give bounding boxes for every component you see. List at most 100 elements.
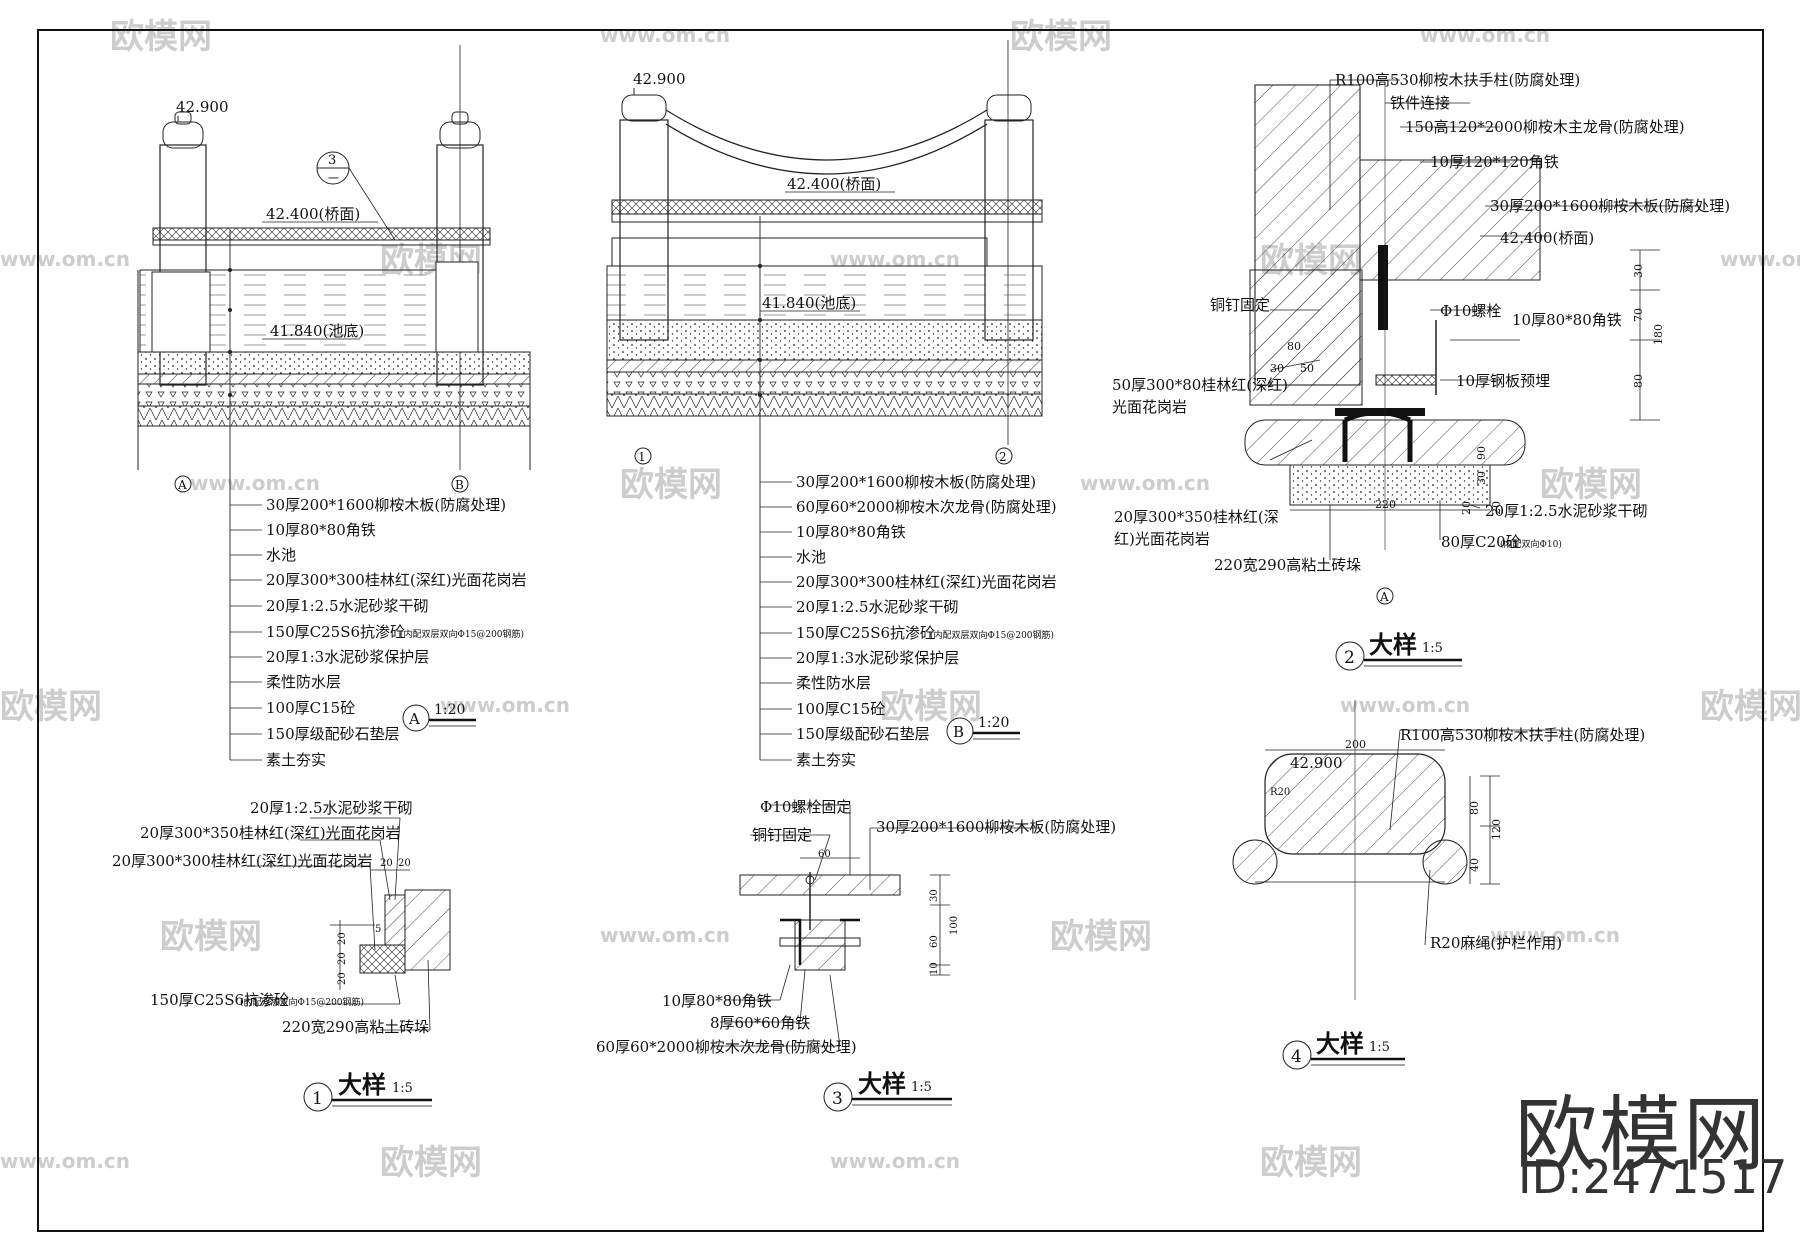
dim: 30: [1270, 362, 1284, 375]
detail-4: R100高530柳桉木扶手柱(防腐处理) 42.900 R20麻绳(护栏作用) …: [1232, 700, 1645, 1070]
detail-label: 10厚80*80角铁: [1512, 311, 1622, 329]
detail-label: 30厚200*1600柳桉木板(防腐处理): [876, 818, 1116, 836]
dim: 20: [1460, 501, 1473, 515]
detail-label: R20麻绳(护栏作用): [1430, 934, 1562, 952]
detail-label: 10厚80*80角铁: [662, 992, 772, 1010]
detail-label: 42.900: [1290, 754, 1343, 772]
dim: 80: [1632, 374, 1645, 388]
dim: 10: [929, 962, 940, 975]
layer-label: 100厚C15砼: [266, 699, 355, 717]
detail-title-number: 2: [1344, 648, 1355, 668]
layer-label: 20厚300*300桂林红(深红)光面花岗岩: [796, 573, 1057, 591]
elevation-deck: 42.400(桥面): [266, 205, 360, 223]
detail-label: 220宽290高粘土砖垛: [282, 1018, 429, 1036]
detail-label: 铜钉固定: [752, 826, 812, 844]
layer-label: 150厚C25S6抗渗砼: [796, 624, 935, 642]
watermark-url: www.om.cn: [0, 247, 130, 271]
layer-label: 20厚1:2.5水泥砂浆干砌: [796, 598, 959, 616]
watermark-url: www.om.cn: [0, 1149, 130, 1173]
callout-number: 3: [328, 153, 336, 168]
axis-2: 2: [999, 450, 1007, 464]
dim: 20: [337, 952, 348, 965]
brand-logo-text: 欧模网: [1515, 1088, 1768, 1183]
layer-label: 100厚C15砼: [796, 700, 885, 718]
rebar-note: (内配双层双向Φ15@200钢筋): [930, 629, 1054, 641]
layer-label: 水池: [796, 548, 826, 566]
detail-title-number: 3: [832, 1089, 843, 1109]
watermark-text: 欧模网: [0, 687, 102, 727]
detail-2: R100高530柳桉木扶手柱(防腐处理) 铁件连接 150高120*2000柳桉…: [1112, 71, 1730, 671]
detail-title-text: 大样: [338, 1070, 386, 1099]
detail-label: 8厚60*60角铁: [710, 1014, 810, 1032]
layer-label: 150厚C25S6抗渗砼: [266, 623, 405, 641]
watermark-url: www.om.cn: [830, 1149, 960, 1173]
dim: 220: [1375, 498, 1396, 511]
section-b: 42.900 42.400(桥面) 41.840(池底) 1 2 30厚200*…: [606, 40, 1057, 769]
layer-label: 素土夯实: [266, 751, 326, 769]
detail-1: 20厚1:2.5水泥砂浆干砌 20厚300*350桂林红(深红)光面花岗岩 20…: [112, 799, 451, 1112]
watermark-url: www.om.cn: [1080, 471, 1210, 495]
dim: 100: [949, 916, 960, 935]
dim: 20: [398, 858, 411, 869]
detail-label: 20厚300*350桂林红(深红)光面花岗岩: [140, 824, 401, 842]
layer-label: 150厚级配砂石垫层: [266, 725, 400, 743]
watermark-text: 欧模网: [620, 465, 722, 505]
watermark-text: 欧模网: [1540, 465, 1642, 505]
detail-label: 50厚300*80桂林红(深红): [1112, 376, 1288, 394]
section-title-letter: A: [408, 710, 420, 728]
layer-label: 10厚80*80角铁: [266, 521, 376, 539]
detail-label: Φ10螺栓固定: [760, 798, 851, 816]
dim: R20: [1270, 787, 1290, 798]
axis-a: A: [177, 478, 187, 492]
layer-leaders: [230, 504, 262, 761]
detail-label: 20厚1:2.5水泥砂浆干砌: [250, 799, 413, 817]
elevation-top: 42.900: [633, 70, 686, 88]
dim: 60: [818, 849, 831, 860]
watermark-url: www.om.cn: [190, 471, 320, 495]
detail-label: 60厚60*2000柳桉木次龙骨(防腐处理): [596, 1038, 857, 1056]
detail-title-text: 大样: [1316, 1029, 1364, 1058]
detail-title-number: 1: [312, 1089, 323, 1109]
detail-label: Φ10螺栓: [1440, 302, 1501, 320]
watermark-url: www.om.cn: [1720, 247, 1800, 271]
dim: 90: [1475, 446, 1488, 460]
detail-label: 红)光面花岗岩: [1114, 530, 1210, 548]
layer-label: 150厚级配砂石垫层: [796, 725, 930, 743]
section-title-letter: B: [953, 723, 964, 741]
elevation-top: 42.900: [176, 98, 229, 116]
dim: 180: [1652, 324, 1665, 345]
brand-id: ID:2471517: [1518, 1150, 1788, 1204]
detail-title-scale: 1:5: [1369, 1040, 1390, 1055]
detail-title-scale: 1:5: [1422, 641, 1443, 656]
section-a: 42.900 42.400(桥面) 41.840(池底) 3 一 A B 30厚…: [137, 45, 531, 769]
detail-label: 20厚1:2.5水泥砂浆干砌: [1485, 502, 1648, 520]
detail-title-scale: 1:5: [911, 1080, 932, 1095]
detail-label: 铁件连接: [1390, 94, 1450, 112]
rebar-note: (内配双层双向Φ15@200钢筋): [240, 996, 364, 1008]
section-title-scale: 1:20: [434, 702, 465, 718]
detail-label: 150高120*2000柳桉木主龙骨(防腐处理): [1405, 118, 1685, 136]
layer-label: 素土夯实: [796, 751, 856, 769]
detail-title-scale: 1:5: [392, 1081, 413, 1096]
dim: 40: [1468, 858, 1481, 872]
detail-label: 80厚C20砼: [1441, 533, 1521, 551]
axis-1: 1: [638, 450, 646, 464]
layer-label: 30厚200*1600柳桉木板(防腐处理): [266, 496, 506, 514]
dim: 60: [929, 935, 940, 948]
dim: 200: [1345, 738, 1366, 751]
layer-label: 20厚1:3水泥砂浆保护层: [796, 649, 959, 667]
layer-label: 10厚80*80角铁: [796, 523, 906, 541]
dim: 30: [1632, 264, 1645, 278]
watermark-text: 欧模网: [1700, 687, 1800, 727]
section-title-scale: 1:20: [978, 715, 1009, 731]
dim: 70: [1632, 308, 1645, 322]
dim: 20: [337, 932, 348, 945]
dim: 30: [1475, 471, 1488, 485]
dim: 50: [1300, 362, 1314, 375]
layer-label: 水池: [266, 546, 296, 564]
watermark-text: 欧模网: [1050, 917, 1152, 957]
detail-3: Φ10螺栓固定 铜钉固定 30厚200*1600柳桉木板(防腐处理) 10厚80…: [596, 798, 1116, 1112]
dim: 120: [1490, 819, 1503, 840]
detail-label: 220宽290高粘土砖垛: [1214, 556, 1361, 574]
